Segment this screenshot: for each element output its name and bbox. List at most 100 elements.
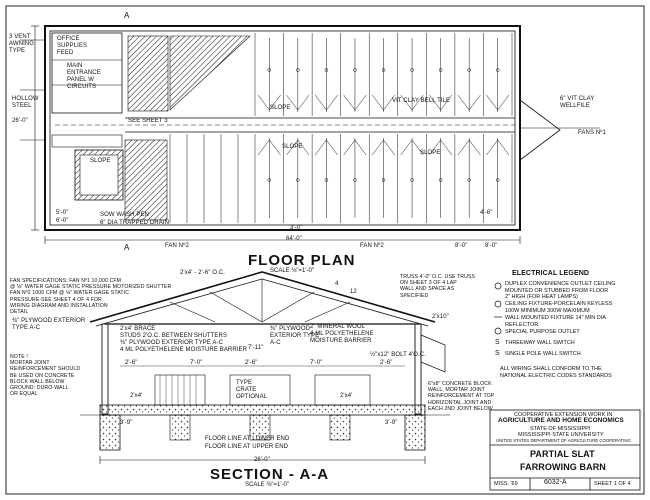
height-dim-label: 7'-11" xyxy=(248,345,264,351)
section-mark-a: A xyxy=(124,243,130,252)
bolt-label: ½"x12" BOLT 4'O.C. xyxy=(370,352,427,358)
fan2b-label: FAN Nº2 xyxy=(360,243,384,249)
heat-lamp-outlet-icon xyxy=(296,68,300,72)
pen-gate xyxy=(400,139,424,156)
pen-gate xyxy=(257,94,281,111)
legend-item-special: SPECIAL PURPOSE OUTLET xyxy=(505,329,580,335)
dim-c-label: 5'-0" xyxy=(56,210,69,216)
legend-item-duplex: DUPLEX CONVENIENCE OUTLET CEILING MOUNTE… xyxy=(505,281,616,300)
tb-line5: UNITED STATES DEPARTMENT OF AGRICULTURE … xyxy=(496,438,631,443)
threeway-switch-icon: S xyxy=(495,339,500,346)
section-title: SECTION - A-A xyxy=(210,466,330,483)
dim-e-label: 3'-0" xyxy=(290,225,303,231)
heat-lamp-outlet-icon xyxy=(410,178,414,182)
dim-b-label: 8'-0" xyxy=(485,243,498,249)
fan-specs-text: FAN SPECIFICATIONS: FAN Nº1 10,000 CFM @… xyxy=(10,278,172,316)
slope-label-c: SLOPE xyxy=(282,144,303,150)
tb-sheet: SHEET 1 OF 4 xyxy=(594,481,631,487)
pitch-b-label: 12 xyxy=(350,289,357,295)
heat-lamp-outlet-icon xyxy=(381,178,386,182)
heat-lamp-outlet-icon xyxy=(353,178,357,182)
floor-plan-scale: SCALE ⅛"=1'-0" xyxy=(270,268,314,274)
heat-lamp-outlet-icon xyxy=(467,178,471,182)
dim-s7: 3'-9" xyxy=(385,420,398,426)
dim-s4: 7'-0" xyxy=(310,360,323,366)
vent-label: 3 VENT AWNING TYPE xyxy=(9,34,35,54)
top-dims-label: 2'x4' - 2'-6" O.C. xyxy=(180,270,226,276)
legend-note: ALL WIRING SHALL CONFORM TO THE NATIONAL… xyxy=(500,366,612,379)
pen-gate xyxy=(257,139,281,156)
heat-lamp-outlet-icon xyxy=(410,68,414,72)
mineral-wool-label: 2" MINERAL WOOL 4 ML POLYETHELENE MOISTU… xyxy=(310,324,374,344)
hollow-steel-label: HOLLOW STEEL xyxy=(12,96,39,109)
legend-item-wall: WALL MOUNTED FIXTURE 14" MIN DIA REFLECT… xyxy=(505,315,606,328)
farrowing-pens xyxy=(169,33,513,223)
heat-lamp-outlet-icon xyxy=(438,178,443,182)
heat-lamp-outlet-icon xyxy=(495,68,500,72)
pen-gate xyxy=(429,94,453,111)
heat-lamp-outlet-icon xyxy=(324,68,329,72)
dim-x2: 2'x4' xyxy=(130,393,143,399)
title-block-frame xyxy=(489,409,641,491)
dim-s5: 2'-6" xyxy=(380,360,393,366)
pen-gate xyxy=(286,94,310,111)
dim-d-label: 6'-0" xyxy=(56,218,69,224)
pen-gate xyxy=(343,94,367,111)
pen-gate xyxy=(400,94,424,111)
office-label: OFFICE SUPPLIES FEED xyxy=(57,36,88,56)
dim-bottom-label: 64'-0" xyxy=(286,236,302,242)
plywood-c-label: ⅜" PLYWOOD EXTERIOR TYPE A-C xyxy=(270,326,320,346)
duplex-outlet-icon xyxy=(494,282,502,290)
single-switch-icon: S xyxy=(495,350,500,357)
tb-line1: COOPERATIVE EXTENSION WORK IN xyxy=(514,412,613,418)
dim-s6: 3'-9" xyxy=(120,420,133,426)
pen-gate xyxy=(314,94,338,111)
pen-gate xyxy=(286,139,310,156)
truss-label: TRUSS 4'-0" O.C. USE TRUSS ON SHEET 3 OF… xyxy=(400,274,476,299)
dim-s3: 2'-6" xyxy=(245,360,258,366)
concrete-label: 6"x8" CONCRETE BLOCK WALL, MORTAR JOINT … xyxy=(428,381,495,412)
legend-symbols: S S xyxy=(494,282,502,357)
mortar-note: NOTE ! MORTAR JOINT REINFORCEMENT SHOULD… xyxy=(10,354,81,398)
dim-x3: 2'x4' xyxy=(340,393,353,399)
pen-gate xyxy=(343,139,367,156)
floor-low-label: FLOOR LINE AT LOWER END xyxy=(205,436,290,442)
plywood-a-label: ⅜" PLYWOOD EXTERIOR TYPE A-C xyxy=(12,318,86,331)
legend-title: ELECTRICAL LEGEND xyxy=(512,270,590,277)
pen-gate xyxy=(486,139,510,156)
heat-lamp-outlet-icon xyxy=(467,68,471,72)
heat-lamp-outlet-icon xyxy=(267,178,272,182)
section-a-a xyxy=(80,271,450,464)
trapped-drain-label: 6" DIA TRAPPED DRAIN xyxy=(100,220,170,226)
slope-label-a: SLOPE xyxy=(90,158,111,164)
tb-line3: STATE OF MISSISSIPPI xyxy=(530,426,591,432)
legend-item-threeway: THREEWAY WALL SWITCH xyxy=(505,340,575,346)
heat-lamp-outlet-icon xyxy=(267,68,272,72)
pen-gate xyxy=(486,94,510,111)
floor-plan-title: FLOOR PLAN xyxy=(248,252,356,269)
tb-line2: AGRICULTURE AND HOME ECONOMICS xyxy=(498,417,624,424)
tb-title2: FARROWING BARN xyxy=(520,462,606,472)
heat-lamp-outlet-icon xyxy=(381,68,386,72)
tb-code: MISS. '69 xyxy=(494,481,518,487)
pen-gate xyxy=(314,139,338,156)
floor-plan xyxy=(20,25,600,244)
vit-clay-label: VIT CLAY BELL TILE xyxy=(392,98,451,104)
tb-number: 6032-A xyxy=(544,479,567,486)
heat-lamp-outlet-icon xyxy=(296,178,300,182)
plywood-b-label: ⅜" PLYWOOD EXTERIOR TYPE A-C xyxy=(120,340,224,346)
crate-label: TYPE CRATE OPTIONAL xyxy=(236,380,268,400)
fan2a-label: FAN Nº2 xyxy=(165,243,189,249)
pen-gate xyxy=(372,139,395,156)
pen-gate xyxy=(372,94,395,111)
pen-gate xyxy=(429,139,453,156)
wellfile-label: 6" VIT CLAY WELLFILE xyxy=(560,96,595,109)
sow-wash-label: SOW WASH PEN xyxy=(100,212,149,218)
heat-lamp-outlet-icon xyxy=(495,178,500,182)
pen-gate xyxy=(457,94,481,111)
brace-label: 2'x4' BRACE STUDS 2'O.C. BETWEEN SHUTTER… xyxy=(120,326,228,339)
pen-gate xyxy=(457,139,481,156)
legend-item-single: SINGLE POLE WALL SWITCH xyxy=(505,351,581,357)
tb-line4: MISSISSIPPI STATE UNIVERSITY xyxy=(518,432,604,438)
